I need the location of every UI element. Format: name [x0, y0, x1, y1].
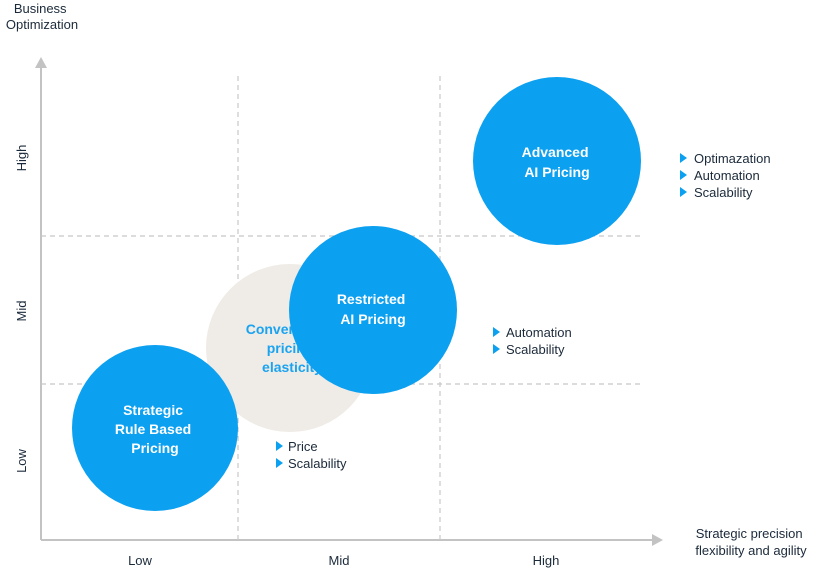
bullet-list-high: Optimazation Automation Scalability	[680, 151, 771, 200]
bullet-item: Scalability	[694, 185, 753, 200]
x-axis-title-line-2: flexibility and agility	[695, 543, 807, 558]
strategic-label-line-1: Strategic	[123, 402, 183, 418]
x-tick-high: High	[533, 553, 560, 568]
advanced-ai-pricing-bubble	[473, 77, 641, 245]
x-axis-title: Strategic precision flexibility and agil…	[695, 526, 807, 558]
x-axis-title-line-1: Strategic precision	[696, 526, 803, 541]
bullet-triangle-icon	[493, 327, 500, 337]
strategic-rule-based-pricing-label: Strategic Rule Based Pricing	[115, 402, 195, 456]
restricted-ai-pricing-bubble	[289, 226, 457, 394]
bullet-triangle-icon	[276, 458, 283, 468]
restricted-label-line-1: Restricted	[337, 291, 405, 307]
y-tick-mid: Mid	[14, 301, 29, 322]
restricted-ai-pricing-label: Restricted AI Pricing	[337, 291, 409, 327]
advanced-label-line-2: AI Pricing	[524, 164, 589, 180]
advanced-label-line-1: Advanced	[522, 144, 589, 160]
bullet-triangle-icon	[680, 170, 687, 180]
bullet-triangle-icon	[680, 187, 687, 197]
y-tick-high: High	[14, 145, 29, 172]
restricted-label-line-2: AI Pricing	[340, 311, 405, 327]
bullet-item: Scalability	[506, 342, 565, 357]
y-tick-low: Low	[14, 448, 29, 472]
x-tick-low: Low	[128, 553, 152, 568]
bullet-item: Scalability	[288, 456, 347, 471]
bullet-item: Price	[288, 439, 318, 454]
y-axis-title: Business Optimization	[6, 1, 78, 32]
y-axis-title-line-2: Optimization	[6, 17, 78, 32]
bullet-triangle-icon	[493, 344, 500, 354]
bullet-item: Optimazation	[694, 151, 771, 166]
strategic-label-line-3: Pricing	[131, 440, 178, 456]
strategic-label-line-2: Rule Based	[115, 421, 191, 437]
x-tick-mid: Mid	[329, 553, 350, 568]
x-axis-arrow	[652, 534, 663, 546]
advanced-ai-pricing-label: Advanced AI Pricing	[522, 144, 593, 180]
bullet-item: Automation	[694, 168, 760, 183]
bullet-triangle-icon	[680, 153, 687, 163]
bullet-list-mid: Automation Scalability	[493, 325, 572, 357]
y-axis-arrow	[35, 57, 47, 68]
bullet-item: Automation	[506, 325, 572, 340]
bullet-list-low: Price Scalability	[276, 439, 347, 471]
bullet-triangle-icon	[276, 441, 283, 451]
y-axis-title-line-1: Business	[14, 1, 67, 16]
conventional-pricing-label-line-3: elasticity	[262, 359, 322, 375]
strategic-rule-based-pricing-bubble	[72, 345, 238, 511]
